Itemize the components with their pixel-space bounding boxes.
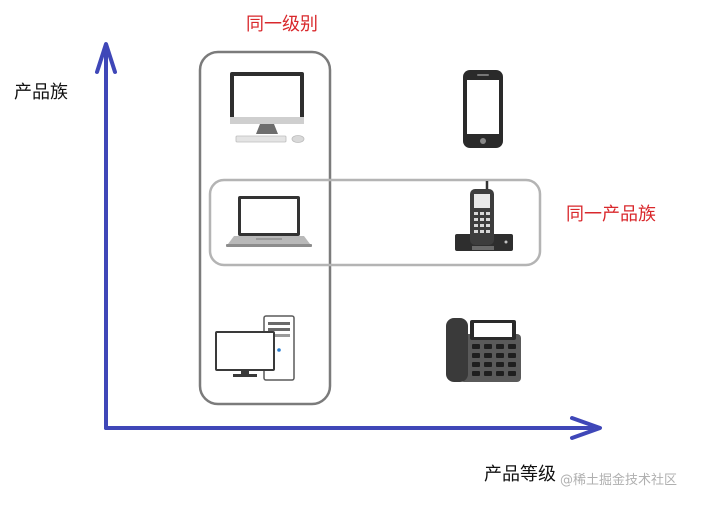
same-family-label: 同一产品族 — [566, 204, 656, 225]
watermark: @稀土掘金技术社区 — [560, 473, 678, 488]
desktop-monitor-icon — [230, 72, 305, 143]
same-family-box — [208, 178, 542, 267]
desktop-tower-icon — [215, 315, 295, 381]
same-level-label: 同一级别 — [246, 14, 318, 35]
y-axis-label: 产品族 — [14, 82, 68, 103]
smartphone-icon — [463, 70, 503, 148]
x-axis — [104, 416, 602, 440]
x-axis-label: 产品等级 — [484, 464, 556, 485]
cordless-phone-icon — [455, 181, 513, 251]
y-axis — [95, 42, 117, 430]
laptop-icon — [226, 196, 312, 247]
same-level-box — [198, 50, 332, 406]
desk-phone-icon — [446, 318, 521, 382]
